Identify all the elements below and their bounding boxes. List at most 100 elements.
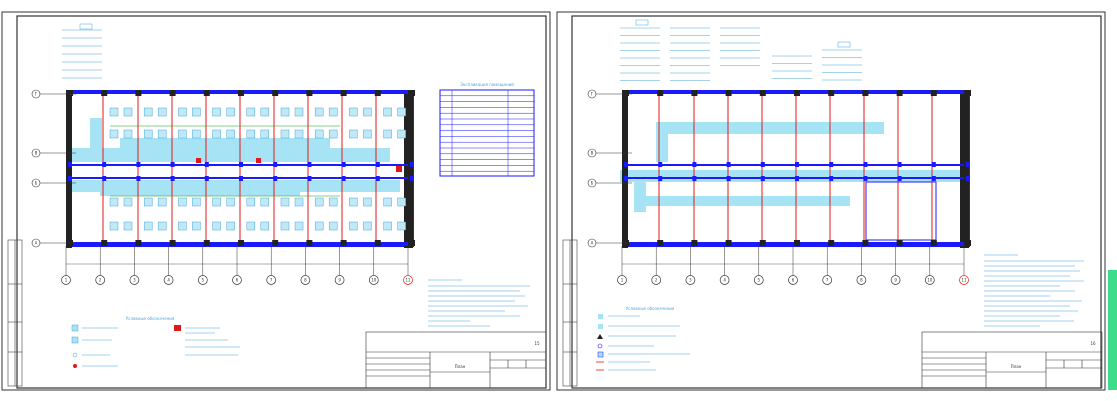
light-fixture [157, 221, 167, 231]
axis-number-label: 5 [202, 278, 205, 283]
light-fixture [178, 129, 187, 139]
axis-number-label: 9 [338, 278, 341, 283]
column [306, 90, 313, 96]
light-fixture [314, 197, 324, 207]
light-fixture [260, 107, 270, 117]
axis-number-marker [617, 275, 627, 285]
axis-letter-label: В [591, 151, 594, 156]
column [795, 162, 799, 167]
axis-number-marker [197, 275, 208, 285]
sheet-2-notes-bottom [984, 254, 1084, 327]
axis-number-label: 10 [371, 278, 377, 283]
axis-letter-marker [587, 238, 597, 248]
column [340, 240, 347, 246]
column [68, 162, 72, 167]
axis-number-marker [368, 275, 379, 285]
column [829, 162, 834, 167]
axis-number-label: 9 [894, 278, 897, 283]
light-fixture [397, 197, 406, 207]
light-fixture [328, 197, 338, 207]
light-fixture [363, 129, 372, 139]
axis-number-label: 4 [167, 278, 170, 283]
axis-number-marker [719, 275, 730, 285]
sheet-1-columns [67, 90, 415, 246]
sheet-2-legend: Условные обозначения [596, 306, 690, 371]
stamp-title-2: План [1011, 364, 1022, 369]
axis-number-marker [822, 275, 833, 285]
column [272, 90, 279, 96]
light-fixture [280, 197, 290, 207]
light-fixture [280, 129, 290, 139]
light-fixture [123, 107, 133, 117]
column [238, 90, 244, 96]
axis-letter-marker [31, 238, 41, 248]
column [273, 162, 278, 167]
edge-tab[interactable] [1108, 270, 1117, 390]
column [794, 240, 800, 246]
column [828, 90, 835, 96]
axis-number-marker [753, 275, 764, 285]
light-fixture [363, 221, 372, 231]
column [136, 176, 141, 181]
axis-number-marker [856, 275, 867, 285]
light-fixture [212, 221, 221, 231]
column [136, 162, 141, 167]
sheet-1-partitions [102, 94, 377, 242]
column [863, 176, 868, 181]
column [930, 240, 937, 246]
column [691, 240, 698, 246]
column [725, 90, 732, 96]
axis-letter-label: В [35, 151, 38, 156]
light-fixture [178, 197, 187, 207]
sheet-2-left-stamp [562, 239, 578, 387]
light-fixture [178, 107, 187, 117]
sheet-number: 15 [534, 341, 540, 346]
light-fixture [363, 197, 372, 207]
light-fixture [143, 197, 153, 207]
axis-number-marker [129, 275, 140, 285]
light-fixture [280, 107, 290, 117]
column [101, 240, 108, 246]
stamp-title: План [455, 364, 466, 369]
column [966, 176, 970, 181]
column [307, 176, 312, 181]
light-fixture [383, 197, 392, 207]
light-fixture [363, 107, 372, 117]
light-fixture [294, 129, 304, 139]
column [102, 176, 107, 181]
light-fixture [123, 221, 133, 231]
light-fixture [192, 197, 201, 207]
column [239, 162, 243, 167]
axis-number-marker [651, 275, 662, 285]
light-fixture [314, 129, 324, 139]
axis-number-marker [924, 275, 935, 285]
light-fixture [314, 107, 324, 117]
axis-number-label: 6 [792, 278, 795, 283]
column [101, 90, 108, 96]
column [862, 90, 869, 96]
column [170, 162, 175, 167]
column [897, 176, 902, 181]
sheet-1-title-block [365, 331, 547, 389]
sheet-1-light-fixtures [109, 107, 406, 231]
light-fixture [109, 107, 119, 117]
light-fixture [157, 107, 167, 117]
light-fixture [294, 221, 304, 231]
column [307, 162, 312, 167]
column [862, 240, 869, 246]
sheet-2-columns [623, 90, 971, 246]
sheet-1-notes-bottom [428, 279, 530, 327]
column [341, 176, 346, 181]
axis-number-marker [959, 275, 969, 285]
light-fixture [212, 107, 221, 117]
light-fixture [328, 107, 338, 117]
legend-title-2: Условные обозначения [626, 306, 675, 311]
column [306, 240, 313, 246]
light-fixture [178, 221, 187, 231]
column [966, 162, 970, 167]
axis-number-marker [403, 275, 413, 285]
sheet-1-explication-table: Экспликация помещений [439, 82, 535, 177]
sheet-2-title-block [921, 331, 1103, 389]
